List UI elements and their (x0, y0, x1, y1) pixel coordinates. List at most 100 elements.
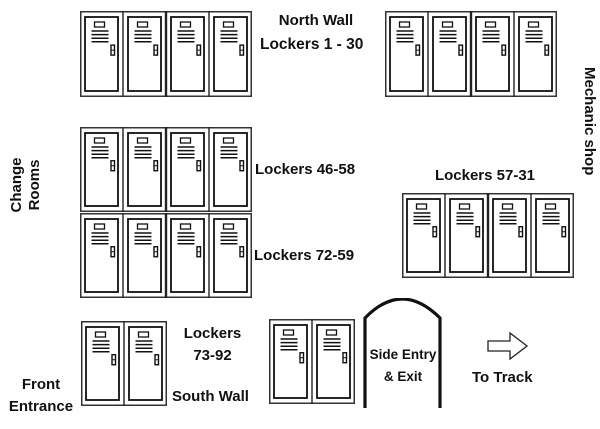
locker-nameplate (325, 329, 338, 336)
locker-icon (84, 218, 119, 293)
locker-icon (123, 321, 163, 406)
locker-nameplate (137, 331, 150, 338)
locker-bank-drawing (385, 11, 557, 97)
locker-bank-drawing (402, 193, 574, 278)
locker-nameplate (179, 137, 192, 144)
locker-door (127, 16, 162, 92)
locker-icon (427, 11, 467, 97)
side-entry-doorway[interactable]: Side Entry & Exit (360, 297, 446, 410)
locker-door (213, 218, 248, 293)
locker-door (84, 132, 119, 207)
locker-nameplate (179, 21, 192, 28)
locker-bank-drawing (81, 321, 167, 406)
locker-door (170, 218, 205, 293)
locker-door (316, 324, 351, 399)
locker-icon (122, 11, 162, 97)
locker-door (449, 198, 484, 273)
locker-icon (311, 319, 351, 404)
locker-nameplate (415, 203, 428, 210)
locker-nameplate (441, 21, 454, 28)
change-rooms-line2: Rooms (26, 159, 43, 211)
lockers-73-92-line2: 73-92 (193, 347, 232, 364)
locker-icon (84, 16, 119, 92)
locker-nameplate (527, 21, 540, 28)
locker-icon (85, 326, 120, 401)
locker-nameplate (136, 223, 149, 230)
locker-nameplate (544, 203, 557, 210)
change-rooms-label: Change Rooms (8, 140, 44, 230)
locker-nameplate (222, 21, 235, 28)
change-rooms-line1: Change (8, 157, 25, 213)
locker-door (128, 326, 163, 401)
locker-door (213, 132, 248, 207)
locker-icon (164, 127, 205, 212)
locker-icon (444, 193, 484, 278)
doorway-arch-icon (363, 297, 442, 408)
locker-icon (406, 198, 441, 273)
locker-bank-center-lower (80, 213, 252, 298)
locker-icon (208, 11, 248, 97)
locker-door (127, 218, 162, 293)
locker-bank-drawing (80, 213, 252, 298)
mechanic-shop-label: Mechanic shop (581, 67, 598, 176)
locker-nameplate (94, 331, 107, 338)
locker-icon (122, 127, 162, 212)
locker-bank-south-middle (269, 319, 355, 404)
locker-nameplate (179, 223, 192, 230)
lockers-73-92-label: Lockers 73-92 (175, 323, 250, 367)
to-track-label: To Track (472, 369, 533, 386)
lockers-46-58-label: Lockers 46-58 (255, 161, 356, 178)
locker-icon (486, 193, 527, 278)
locker-nameplate (398, 21, 411, 28)
locker-nameplate (282, 329, 295, 336)
locker-door (127, 132, 162, 207)
locker-door (84, 16, 119, 92)
locker-door (84, 218, 119, 293)
locker-bank-drawing (80, 11, 252, 97)
side-entry-line1: Side Entry (369, 347, 437, 362)
front-entrance-line1: Front (21, 376, 61, 393)
front-entrance-line2: Entrance (8, 398, 74, 415)
lockers-72-59-label: Lockers 72-59 (254, 247, 355, 264)
north-lockers-label: Lockers 1 - 30 (260, 36, 364, 53)
locker-icon (208, 127, 248, 212)
locker-icon (84, 132, 119, 207)
lockers-57-31-label: Lockers 57-31 (434, 167, 536, 184)
arrow-right-icon (487, 331, 529, 361)
front-entrance-label: Front Entrance (0, 374, 82, 418)
locker-icon (164, 213, 205, 298)
locker-door (170, 16, 205, 92)
locker-nameplate (93, 137, 106, 144)
south-wall-label: South Wall (172, 388, 249, 405)
to-track-arrow (486, 331, 530, 361)
locker-door (475, 16, 510, 92)
locker-icon (164, 11, 205, 97)
locker-bank-drawing (269, 319, 355, 404)
locker-nameplate (458, 203, 471, 210)
locker-icon (469, 11, 510, 97)
locker-door (432, 16, 467, 92)
locker-door (389, 16, 424, 92)
locker-nameplate (222, 137, 235, 144)
locker-bank-north-right (385, 11, 557, 97)
locker-nameplate (93, 21, 106, 28)
locker-door (518, 16, 553, 92)
locker-bank-drawing (80, 127, 252, 212)
locker-nameplate (484, 21, 497, 28)
locker-bank-east (402, 193, 574, 278)
locker-nameplate (136, 137, 149, 144)
locker-icon (389, 16, 424, 92)
locker-nameplate (136, 21, 149, 28)
north-wall-label: North Wall (278, 12, 354, 29)
side-entry-line2: & Exit (383, 369, 423, 384)
locker-nameplate (501, 203, 514, 210)
lockers-73-92-line1: Lockers (183, 325, 242, 342)
locker-icon (513, 11, 553, 97)
locker-door (273, 324, 308, 399)
side-entry-label: Side Entry & Exit (360, 344, 446, 388)
locker-door (535, 198, 570, 273)
locker-door (85, 326, 120, 401)
locker-bank-north-left (80, 11, 252, 97)
locker-nameplate (93, 223, 106, 230)
locker-icon (208, 213, 248, 298)
